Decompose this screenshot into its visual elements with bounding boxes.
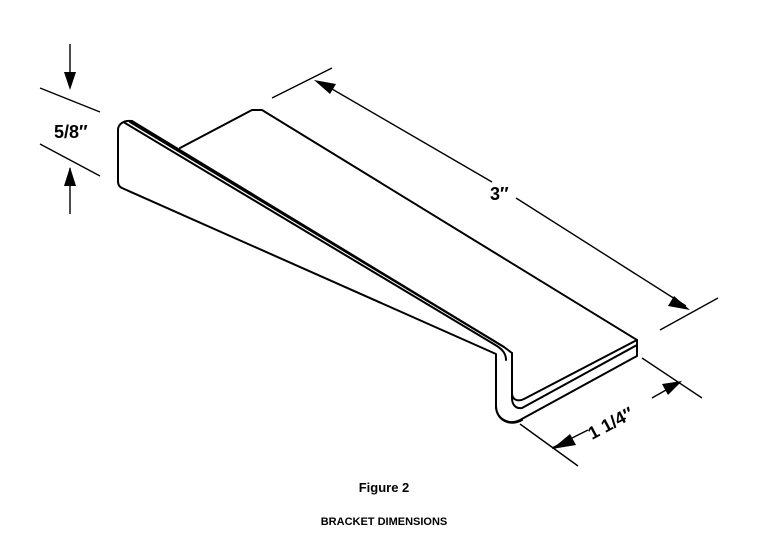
length-extension-top <box>271 67 333 99</box>
length-arrow-bottom <box>668 296 690 310</box>
width-extension-left <box>519 423 579 467</box>
length-extension-bottom <box>659 297 719 331</box>
flange-inner-line <box>129 121 505 348</box>
length-label: 3″ <box>490 184 509 204</box>
length-line-lower <box>515 197 687 307</box>
width-extension-right <box>641 357 703 399</box>
height-label: 5/8″ <box>54 122 88 142</box>
height-arrow-top <box>64 72 76 90</box>
width-label: 1 1/4″ <box>584 403 637 444</box>
height-extension-top <box>39 87 101 113</box>
width-arrow-left <box>552 434 576 449</box>
flange-top-edge <box>124 122 507 361</box>
height-dimension: 5/8″ <box>39 44 101 214</box>
base-plate-top <box>179 109 638 346</box>
bracket-body <box>117 109 638 424</box>
figure-title: BRACKET DIMENSIONS <box>320 516 448 528</box>
length-arrow-top <box>314 80 336 94</box>
figure-number: Figure 2 <box>358 480 410 495</box>
inner-curve <box>511 339 638 402</box>
width-dimension: 1 1/4″ <box>519 357 703 467</box>
height-extension-bottom <box>39 143 101 177</box>
height-arrow-bottom <box>64 167 76 186</box>
flange-front-outline <box>117 119 638 424</box>
length-line-upper <box>319 81 493 183</box>
bottom-curve <box>495 405 523 424</box>
width-arrow-right <box>662 381 682 395</box>
length-dimension: 3″ <box>271 67 719 331</box>
